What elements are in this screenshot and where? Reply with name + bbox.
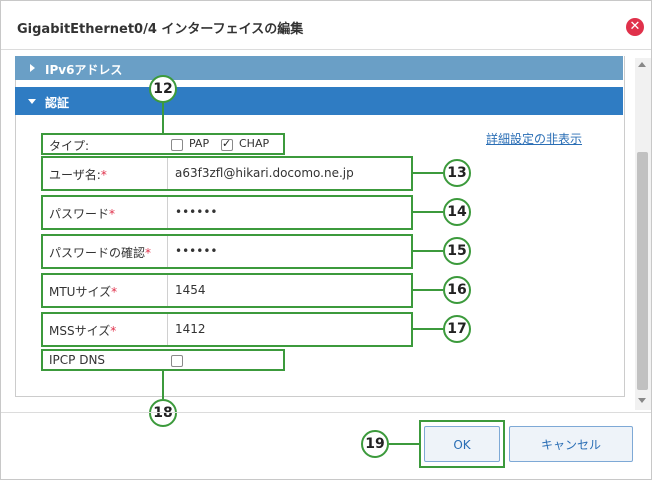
vertical-scrollbar[interactable]	[635, 58, 651, 410]
username-row: ユーザ名:* a63f3zfl@hikari.docomo.ne.jp	[41, 156, 413, 191]
callout-13: 13	[443, 159, 471, 187]
chevron-down-icon	[28, 99, 36, 104]
close-icon[interactable]: ✕	[626, 18, 644, 36]
mtu-size-input[interactable]: 1454	[175, 283, 206, 297]
dialog-titlebar: GigabitEthernet0/4 インターフェイスの編集 ✕	[1, 1, 651, 50]
auth-section-header[interactable]: 認証	[15, 87, 623, 115]
ipcp-dns-label: IPCP DNS	[49, 353, 106, 367]
callout-14: 14	[443, 198, 471, 226]
callout-connector	[162, 371, 164, 399]
callout-17: 17	[443, 315, 471, 343]
pap-checkbox[interactable]	[171, 139, 183, 151]
password-input[interactable]: ••••••	[175, 205, 218, 219]
callout-connector	[389, 443, 419, 445]
ipv6-address-section-header[interactable]: IPv6アドレス	[15, 56, 623, 80]
row-divider	[167, 158, 168, 189]
password-confirm-row: パスワードの確認* ••••••	[41, 234, 413, 269]
callout-connector	[413, 250, 443, 252]
password-row: パスワード* ••••••	[41, 195, 413, 230]
callout-connector	[413, 328, 443, 330]
username-input[interactable]: a63f3zfl@hikari.docomo.ne.jp	[175, 166, 354, 180]
password-label: パスワード*	[49, 207, 116, 221]
mss-size-label: MSSサイズ*	[49, 324, 117, 338]
ipcp-dns-checkbox[interactable]	[171, 355, 183, 367]
row-divider	[167, 197, 168, 228]
auth-section-label: 認証	[45, 96, 70, 110]
chap-checkbox[interactable]	[221, 137, 233, 151]
dialog-title: GigabitEthernet0/4 インターフェイスの編集	[17, 22, 304, 37]
callout-16: 16	[443, 276, 471, 304]
password-confirm-label: パスワードの確認*	[49, 246, 152, 260]
row-divider	[167, 236, 168, 267]
row-divider	[167, 275, 168, 306]
auth-type-label: タイプ:	[49, 139, 90, 153]
mtu-size-row: MTUサイズ* 1454	[41, 273, 413, 308]
mss-size-input[interactable]: 1412	[175, 322, 206, 336]
callout-connector	[413, 172, 443, 174]
dialog-body: IPv6アドレス 認証	[1, 50, 651, 412]
ok-button[interactable]: OK	[424, 426, 500, 462]
chevron-right-icon	[30, 64, 35, 72]
cancel-button[interactable]: キャンセル	[509, 426, 633, 462]
mtu-size-label: MTUサイズ*	[49, 285, 118, 299]
auth-type-row: タイプ: PAP CHAP	[41, 133, 285, 155]
callout-connector	[413, 211, 443, 213]
callout-connector	[413, 289, 443, 291]
callout-15: 15	[443, 237, 471, 265]
callout-connector	[162, 101, 164, 133]
scroll-down-icon[interactable]	[638, 398, 646, 403]
hide-advanced-settings-link[interactable]: 詳細設定の非表示	[486, 132, 583, 146]
callout-19: 19	[361, 430, 389, 458]
chap-label: CHAP	[239, 137, 270, 150]
ipcp-dns-row: IPCP DNS	[41, 349, 285, 371]
scrollbar-thumb[interactable]	[637, 152, 648, 390]
callout-18: 18	[149, 399, 177, 427]
username-label: ユーザ名:*	[49, 168, 107, 182]
section-content	[15, 56, 625, 397]
password-confirm-input[interactable]: ••••••	[175, 244, 218, 258]
ok-button-highlight	[419, 420, 505, 468]
footer-divider	[1, 412, 651, 413]
callout-12: 12	[149, 75, 177, 103]
scroll-up-icon[interactable]	[638, 62, 646, 67]
mss-size-row: MSSサイズ* 1412	[41, 312, 413, 347]
ipv6-section-label: IPv6アドレス	[45, 63, 123, 77]
row-divider	[167, 314, 168, 345]
pap-label: PAP	[189, 137, 210, 150]
